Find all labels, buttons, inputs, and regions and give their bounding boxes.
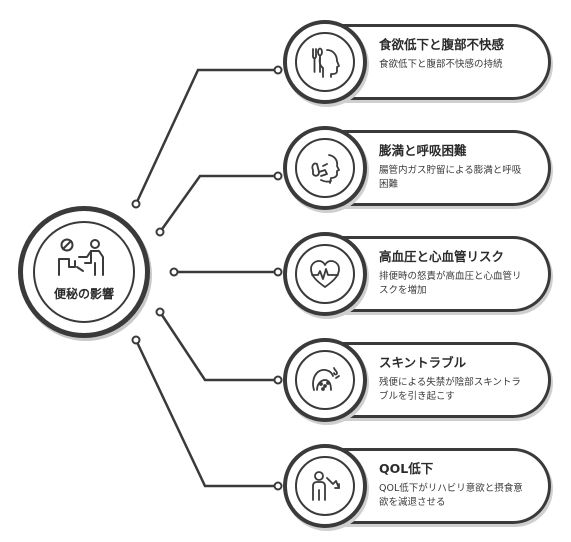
hub-circle: 便秘の影響 <box>18 206 150 338</box>
effect-icon-ring <box>283 444 367 528</box>
connector-line <box>134 68 278 205</box>
connector-dot <box>155 227 165 237</box>
effect-card: QOL低下 QOL低下がリハビリ意欲と摂食意欲を減退させる <box>283 444 551 528</box>
connector-dot <box>273 481 283 491</box>
effect-icon-inner-ring <box>295 32 355 92</box>
effect-description: 残便による失禁が陰部スキントラブルを引き起こす <box>379 377 521 402</box>
effect-title: スキントラブル <box>379 355 467 370</box>
effect-card: スキントラブル 残便による失禁が陰部スキントラブルを引き起こす <box>283 338 551 422</box>
connector-line <box>134 339 278 488</box>
effect-icon-inner-ring <box>295 456 355 516</box>
connector-dot <box>273 171 283 181</box>
effect-title: 食欲低下と腹部不快感 <box>379 37 505 52</box>
effect-icon-inner-ring <box>295 350 355 410</box>
effect-icon-ring <box>283 232 367 316</box>
effect-icon-inner-ring <box>295 138 355 198</box>
effect-description: 腸管内ガス貯留による膨満と呼吸困難 <box>379 165 522 190</box>
connector-dot <box>273 375 283 385</box>
connector-dot <box>131 335 141 345</box>
connector-dot <box>169 267 179 277</box>
connector-dot <box>273 65 283 75</box>
head-utensils-icon <box>312 47 340 78</box>
hub-inner-ring: 便秘の影響 <box>33 221 135 323</box>
person-decline-icon <box>312 471 340 501</box>
effect-icon-inner-ring <box>295 244 355 304</box>
effect-title: 高血圧と心血管リスク <box>379 249 505 264</box>
effect-title: 膨満と呼吸困難 <box>379 143 467 158</box>
inhaler-face-icon <box>311 154 340 184</box>
hub-title: 便秘の影響 <box>53 287 114 301</box>
effect-description: 食欲低下と腹部不快感の持続 <box>379 59 503 70</box>
effect-description: 排便時の怒責が高血圧と心血管リスクを増加 <box>379 271 522 296</box>
person-blocked-icon <box>58 238 104 276</box>
connector-line <box>158 311 278 382</box>
heart-pulse-icon <box>310 260 340 288</box>
effect-description: QOL低下がリハビリ意欲と摂食意欲を減退させる <box>379 483 523 508</box>
effect-icon-ring <box>283 20 367 104</box>
skin-irritation-icon <box>312 367 340 391</box>
connector-line <box>158 174 278 233</box>
effect-title: QOL低下 <box>379 461 434 476</box>
effect-icon-ring <box>283 338 367 422</box>
effect-card: 膨満と呼吸困難 腸管内ガス貯留による膨満と呼吸困難 <box>283 126 551 210</box>
effect-card: 食欲低下と腹部不快感 食欲低下と腹部不快感の持続 <box>283 20 551 104</box>
connector-dot <box>273 267 283 277</box>
effect-card: 高血圧と心血管リスク 排便時の怒責が高血圧と心血管リスクを増加 <box>283 232 551 316</box>
effect-icon-ring <box>283 126 367 210</box>
connector-dot <box>155 307 165 317</box>
connector-dot <box>131 199 141 209</box>
